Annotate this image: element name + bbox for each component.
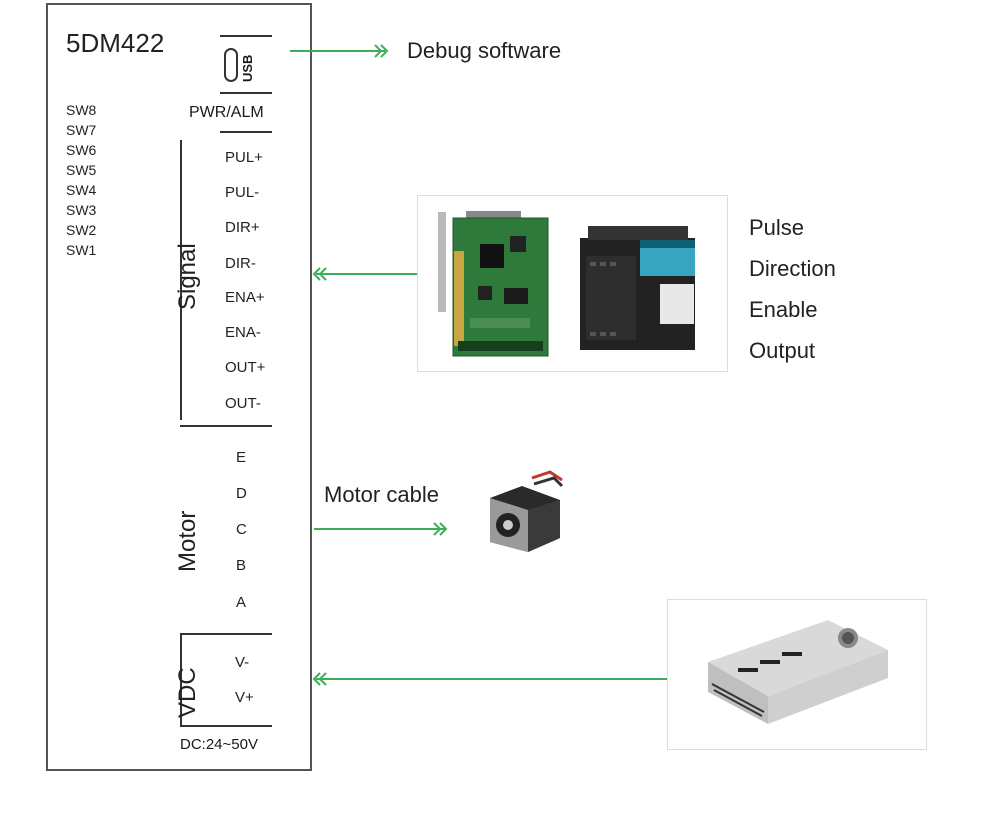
usb-arrow-head bbox=[374, 44, 383, 58]
driver-model: 5DM422 bbox=[66, 28, 165, 58]
pin-dir-minus: DIR- bbox=[225, 255, 256, 272]
switch-label: SW4 bbox=[66, 182, 97, 198]
controller-photo bbox=[417, 195, 728, 372]
usb-arrow-head bbox=[380, 44, 389, 58]
divider bbox=[180, 725, 272, 727]
switch-list: SW8 SW7 SW6 SW5 SW4 SW3 SW2 SW1 bbox=[66, 100, 96, 260]
pin-pul-plus: PUL+ bbox=[225, 149, 263, 166]
power-arrow-head bbox=[318, 672, 327, 686]
pin-pul-minus: PUL- bbox=[225, 184, 260, 201]
switch-label: SW2 bbox=[66, 222, 97, 238]
voltage-label: DC:24~50V bbox=[180, 736, 258, 753]
controller-illustration bbox=[438, 211, 695, 357]
switch-label: SW1 bbox=[66, 242, 97, 258]
enable-label: Enable bbox=[749, 297, 818, 322]
pin-b: B bbox=[236, 557, 247, 574]
switch-label: SW7 bbox=[66, 122, 97, 138]
pin-out-plus: OUT+ bbox=[225, 359, 266, 376]
divider bbox=[180, 633, 272, 635]
pin-v-plus: V+ bbox=[235, 689, 254, 706]
switch-label: SW6 bbox=[66, 142, 97, 158]
usb-port-icon bbox=[224, 48, 238, 82]
pwr-alm-label: PWR/ALM bbox=[189, 104, 264, 121]
pin-dir-plus: DIR+ bbox=[225, 219, 260, 236]
pulse-label: Pulse bbox=[749, 215, 805, 240]
signal-bracket bbox=[180, 140, 182, 420]
motor-arrow-head bbox=[433, 522, 442, 536]
direction-label: Direction bbox=[749, 256, 836, 281]
stepper-motor-icon bbox=[490, 470, 564, 552]
pin-e: E bbox=[236, 449, 247, 466]
pin-out-minus: OUT- bbox=[225, 395, 261, 412]
motor-arrow-head bbox=[439, 522, 448, 536]
power-arrow-head bbox=[312, 672, 321, 686]
signal-arrow-head bbox=[312, 267, 321, 281]
pin-c: C bbox=[236, 521, 247, 538]
motor-cable-label: Motor cable bbox=[324, 482, 439, 507]
pin-d: D bbox=[236, 485, 247, 502]
signal-legend: Pulse Direction Enable Output bbox=[749, 207, 836, 371]
switch-label: SW8 bbox=[66, 102, 97, 118]
power-supply-illustration bbox=[708, 620, 888, 724]
divider bbox=[220, 92, 272, 94]
divider bbox=[220, 35, 272, 37]
pin-ena-plus: ENA+ bbox=[225, 289, 265, 306]
debug-software-label: Debug software bbox=[407, 38, 562, 63]
divider bbox=[220, 131, 272, 133]
pin-v-minus: V- bbox=[235, 654, 250, 671]
divider bbox=[180, 425, 272, 427]
vdc-bracket bbox=[180, 633, 182, 725]
output-label: Output bbox=[749, 338, 816, 363]
switch-label: SW3 bbox=[66, 202, 97, 218]
pin-a: A bbox=[236, 594, 247, 611]
signal-arrow-head bbox=[318, 267, 327, 281]
power-supply-photo bbox=[667, 599, 927, 750]
switch-label: SW5 bbox=[66, 162, 97, 178]
pin-ena-minus: ENA- bbox=[225, 324, 261, 341]
